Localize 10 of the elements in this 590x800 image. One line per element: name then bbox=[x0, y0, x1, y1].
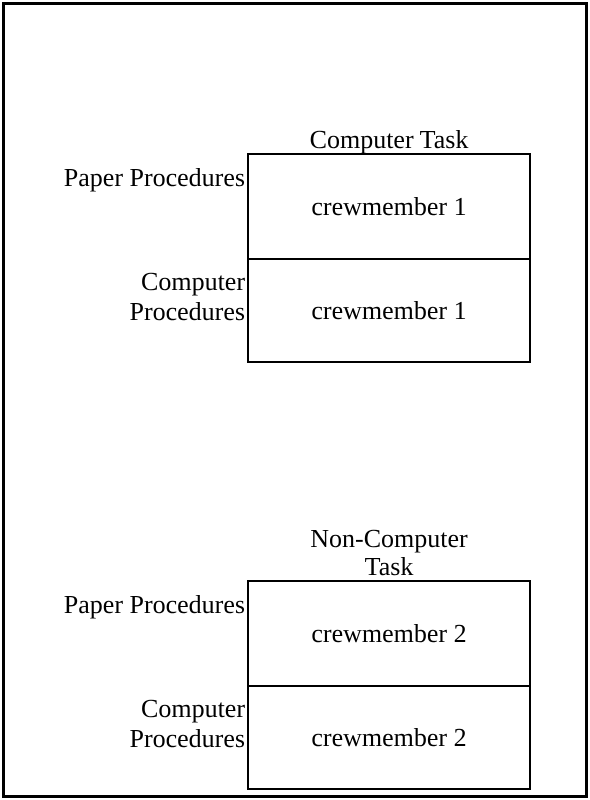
row-label: Computer Procedures bbox=[128, 694, 245, 754]
table-heading: Computer Task bbox=[308, 126, 470, 155]
row-label: Paper Procedures bbox=[62, 590, 245, 620]
row-label: Computer Procedures bbox=[128, 267, 245, 327]
row-label: Paper Procedures bbox=[62, 163, 245, 193]
table-cell: crewmember 1 bbox=[249, 155, 529, 258]
table-cell: crewmember 1 bbox=[249, 258, 529, 361]
table-heading: Non-Computer Task bbox=[309, 525, 469, 582]
table-cell: crewmember 2 bbox=[249, 582, 529, 685]
table-cell: crewmember 2 bbox=[249, 685, 529, 788]
